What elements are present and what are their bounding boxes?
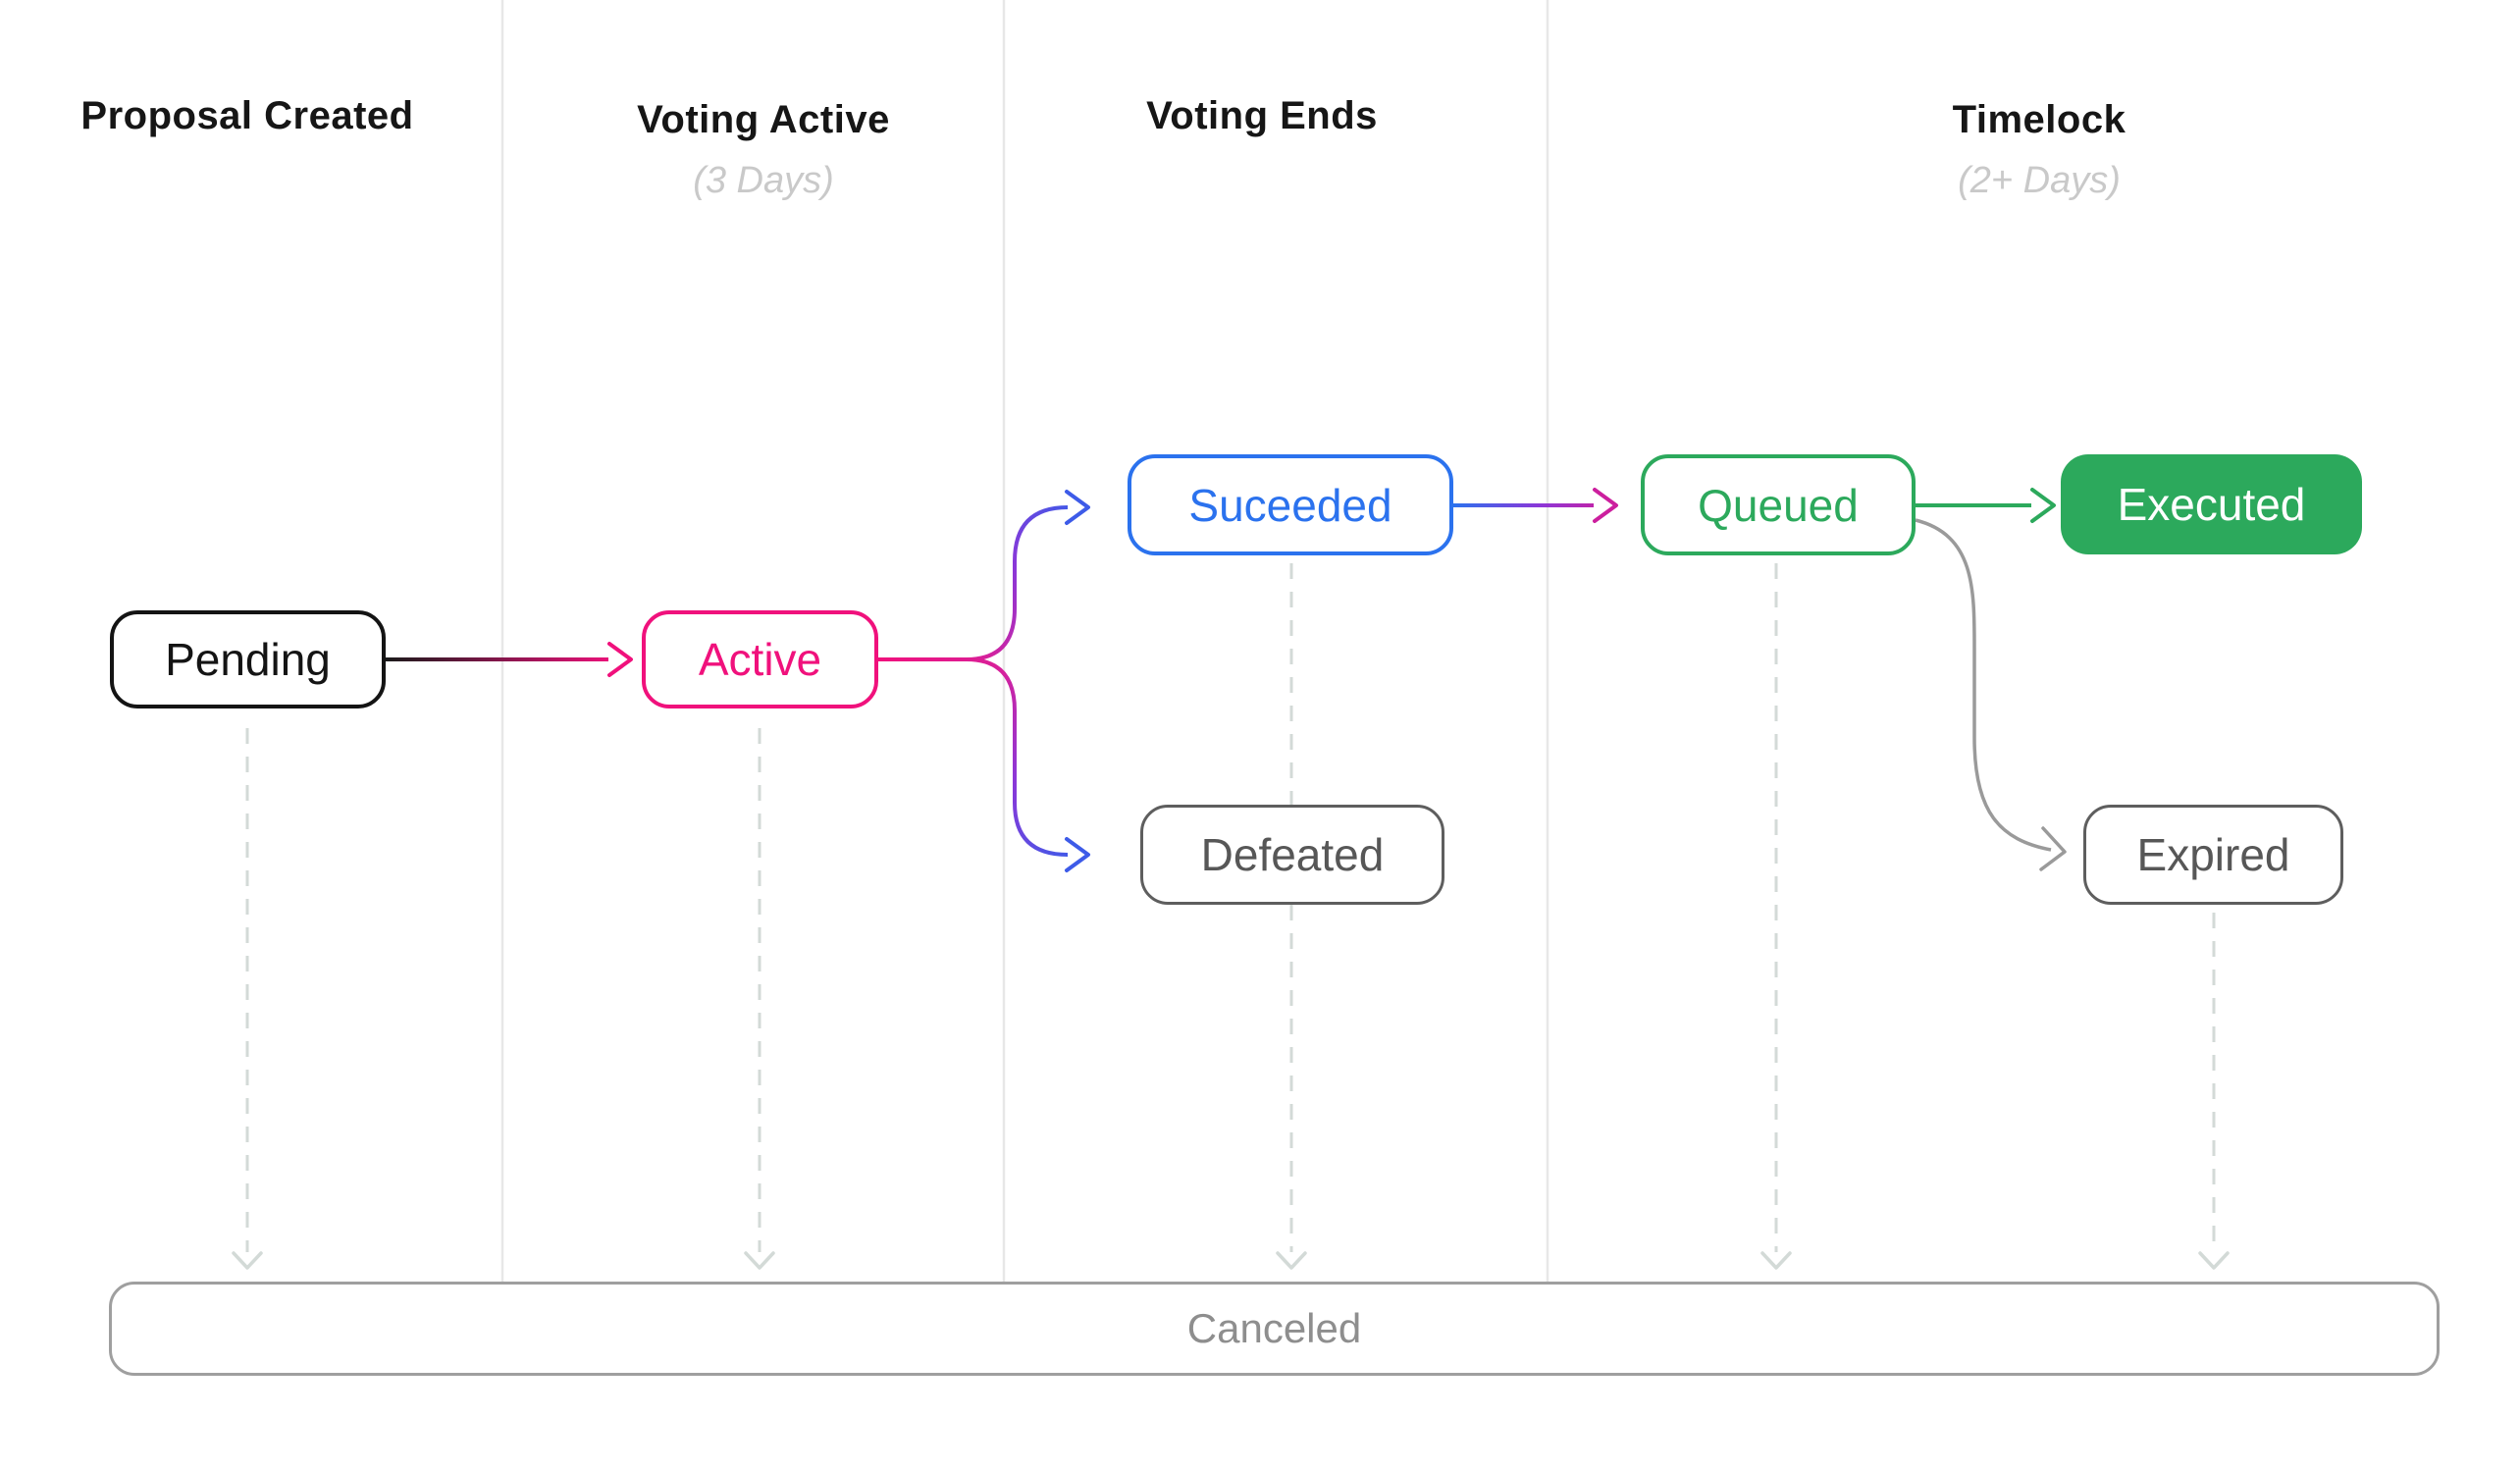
node-active: Active	[642, 610, 878, 708]
node-pending: Pending	[110, 610, 386, 708]
arrowhead-active-defeated	[1065, 837, 1090, 872]
column-subtitle-timelock: (2+ Days)	[1958, 160, 2121, 201]
drop-arrowhead-pending	[232, 1251, 263, 1270]
edge-active-succeeded	[878, 505, 1069, 661]
edge-queued-expired	[1915, 518, 2052, 852]
node-succeeded: Suceeded	[1128, 454, 1453, 555]
column-header-timelock: Timelock	[1952, 98, 2126, 141]
node-expired: Expired	[2083, 805, 2343, 905]
column-header-voting-active: Voting Active	[637, 98, 890, 141]
arrowhead-queued-executed	[2030, 488, 2056, 523]
drop-arrowhead-succeeded	[1276, 1251, 1307, 1270]
drop-arrowhead-queued	[1760, 1251, 1792, 1270]
node-defeated: Defeated	[1140, 805, 1444, 905]
arrowhead-succeeded-queued	[1593, 488, 1618, 523]
arrowhead-active-succeeded	[1065, 490, 1090, 525]
column-subtitle-voting-active: (3 Days)	[693, 160, 834, 201]
arrowhead-pending-active	[607, 642, 633, 677]
drop-arrowhead-active	[744, 1251, 775, 1270]
arrowhead-queued-expired	[2039, 826, 2067, 871]
node-canceled: Canceled	[109, 1282, 2440, 1376]
node-executed: Executed	[2061, 454, 2362, 554]
edge-active-defeated	[878, 657, 1069, 857]
column-header-proposal-created: Proposal Created	[80, 94, 414, 137]
drop-arrowhead-expired	[2198, 1251, 2230, 1270]
column-header-voting-ends: Voting Ends	[1146, 94, 1378, 137]
node-queued: Queued	[1641, 454, 1916, 555]
